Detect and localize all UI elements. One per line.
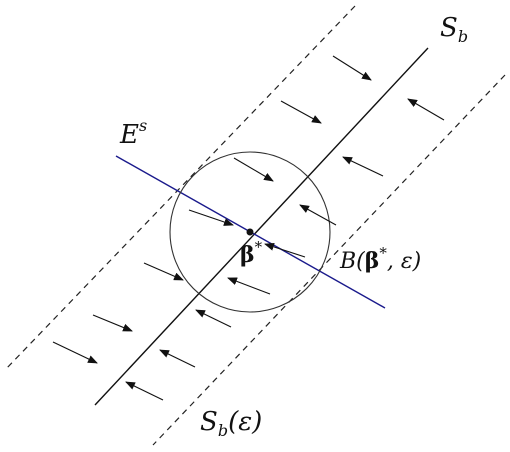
flow-arrow	[280, 100, 322, 124]
ball-label: B(β*, ε)	[339, 244, 421, 274]
flow-arrow	[342, 156, 384, 177]
flow-arrow	[227, 277, 271, 295]
ball-circle	[169, 151, 331, 313]
point-label: β*	[240, 238, 263, 268]
band-boundary-upper	[4, 5, 356, 371]
flow-arrow	[264, 242, 306, 258]
flow-arrow	[299, 204, 337, 226]
flow-arrow	[92, 314, 133, 332]
stable-label: Es	[119, 116, 147, 150]
flow-arrow	[332, 55, 372, 81]
flow-arrow	[233, 157, 274, 182]
band-label: Sb(ε)	[200, 407, 262, 440]
flow-arrow	[143, 262, 184, 281]
flow-arrow	[159, 349, 196, 368]
flow-arrow	[125, 381, 164, 401]
equilibrium-point	[246, 228, 254, 236]
manifold-line	[94, 47, 429, 406]
manifold-label: Sb	[440, 13, 468, 46]
flow-arrow	[195, 309, 232, 328]
flow-arrows-right	[125, 98, 445, 401]
flow-arrows-left	[52, 55, 372, 364]
band-boundary-lower	[152, 74, 506, 446]
flow-arrow	[52, 341, 98, 364]
flow-arrow	[407, 98, 445, 121]
flow-arrow	[188, 209, 234, 226]
